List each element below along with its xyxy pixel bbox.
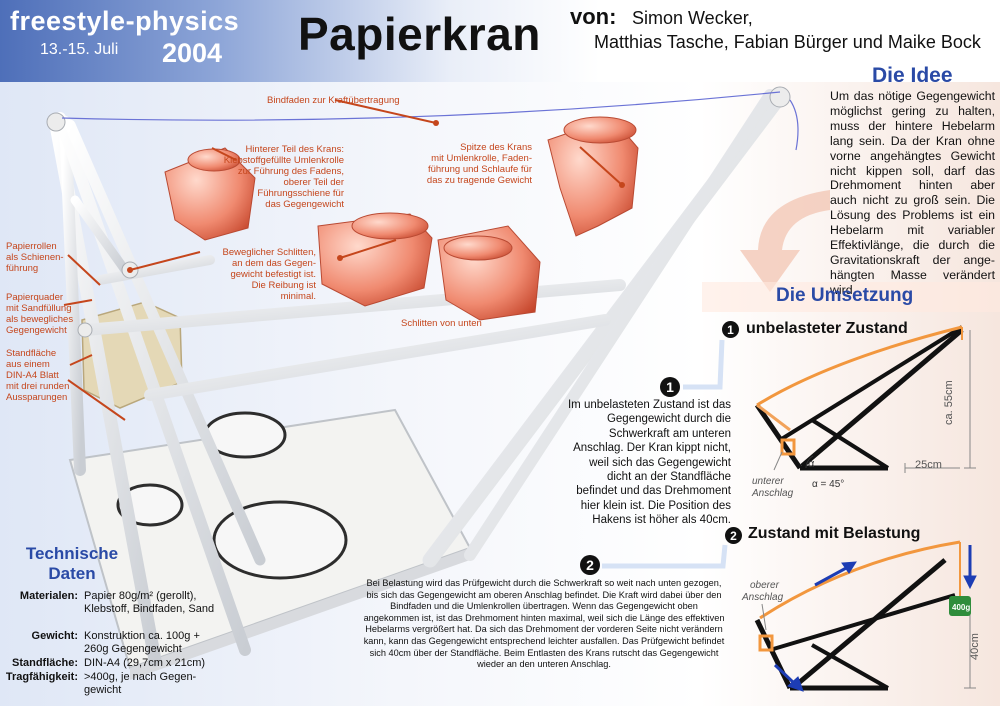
festival-year: 2004 xyxy=(162,38,223,68)
dim-height-1: ca. 55cm xyxy=(943,380,955,425)
label-schlitten-unten: Schlitten von unten xyxy=(401,318,482,329)
label-hinterer-teil: Hinterer Teil des Krans:Klebstoffgefüllt… xyxy=(223,144,344,210)
leader-lines xyxy=(63,99,623,421)
part-rear-top xyxy=(164,147,256,241)
state-1-text-number-icon: 1 xyxy=(660,377,680,397)
label-bindfaden: Bindfaden zur Kraftübertragung xyxy=(267,95,400,106)
tech-value-materialen: Papier 80g/m² (gerollt), Klebstoff, Bind… xyxy=(84,590,215,615)
idee-text: Um das nötige Gegengewicht möglichst ger… xyxy=(830,89,995,297)
label-schlitten: Beweglicher Schlitten,an dem das Gegen-g… xyxy=(222,247,316,302)
thread xyxy=(61,91,781,121)
state-2-number-icon: 2 xyxy=(725,527,742,544)
part-tip xyxy=(547,116,639,237)
tech-key-tragfaehigkeit: Tragfähigkeit: xyxy=(5,671,78,683)
tech-value-gewicht: Konstruktion ca. 100g + 260g Gegengewich… xyxy=(84,630,200,655)
dim-height-2: 40cm xyxy=(969,633,981,660)
tech-key-materialen: Materialen: xyxy=(19,590,78,602)
crane-frame xyxy=(48,88,788,667)
flow-arrow xyxy=(740,190,830,292)
festival-dates: 13.-15. Juli xyxy=(40,41,119,58)
state-1-number-icon: 1 xyxy=(722,321,739,338)
force-arrows xyxy=(773,545,977,692)
idee-heading: Die Idee xyxy=(872,64,953,87)
state-2-text: Bei Belastung wird das Prüfgewicht durch… xyxy=(363,578,725,670)
tech-value-tragfaehigkeit: >400g, je nach Gegen-gewicht xyxy=(84,671,197,696)
part-slider-bottom xyxy=(437,225,541,321)
state-2-title: Zustand mit Belastung xyxy=(748,525,921,542)
authors-label: von: xyxy=(570,4,617,29)
state-2-text-number-icon: 2 xyxy=(580,555,600,575)
anschlag-2-line1: oberer xyxy=(750,580,780,591)
anschlag-1-line1: unterer xyxy=(752,476,784,487)
alpha-symbol: α xyxy=(808,458,815,470)
step2-connector xyxy=(602,544,728,569)
state-1-text: Im unbelasteten Zustand ist das Gegengew… xyxy=(567,399,731,527)
tech-key-gewicht: Gewicht: xyxy=(31,630,78,642)
alpha-value: α = 45° xyxy=(812,479,844,490)
tech-value-standflaeche: DIN-A4 (29,7cm x 21cm) xyxy=(84,657,206,669)
schematic-state-2 xyxy=(754,540,976,691)
authors-line-2: Matthias Tasche, Fabian Bürger und Maike… xyxy=(594,32,981,52)
dim-width-1: 25cm xyxy=(915,459,942,471)
tech-key-standflaeche: Standfläche: xyxy=(11,657,78,669)
test-weight-label: 400g xyxy=(952,603,970,612)
header-band xyxy=(0,0,1000,82)
page-title: Papierkran xyxy=(298,8,541,60)
anschlag-1-line2: Anschlag xyxy=(751,488,794,499)
tech-table: Materialen: Papier 80g/m² (gerollt), Kle… xyxy=(0,590,230,700)
frame-joints xyxy=(46,86,791,338)
festival-name: freestyle-physics xyxy=(10,6,240,36)
step1-connector xyxy=(683,339,725,390)
test-weight-box xyxy=(949,596,971,616)
authors-line-1: Simon Wecker, xyxy=(632,8,753,28)
schematic-state-1 xyxy=(754,325,976,473)
umsetzung-heading: Die Umsetzung xyxy=(776,285,914,306)
tech-heading: Technische Daten xyxy=(25,544,119,583)
anschlag-2-line2: Anschlag xyxy=(741,592,784,603)
part-slider xyxy=(317,212,433,307)
state-1-title: unbelasteter Zustand xyxy=(746,320,908,337)
